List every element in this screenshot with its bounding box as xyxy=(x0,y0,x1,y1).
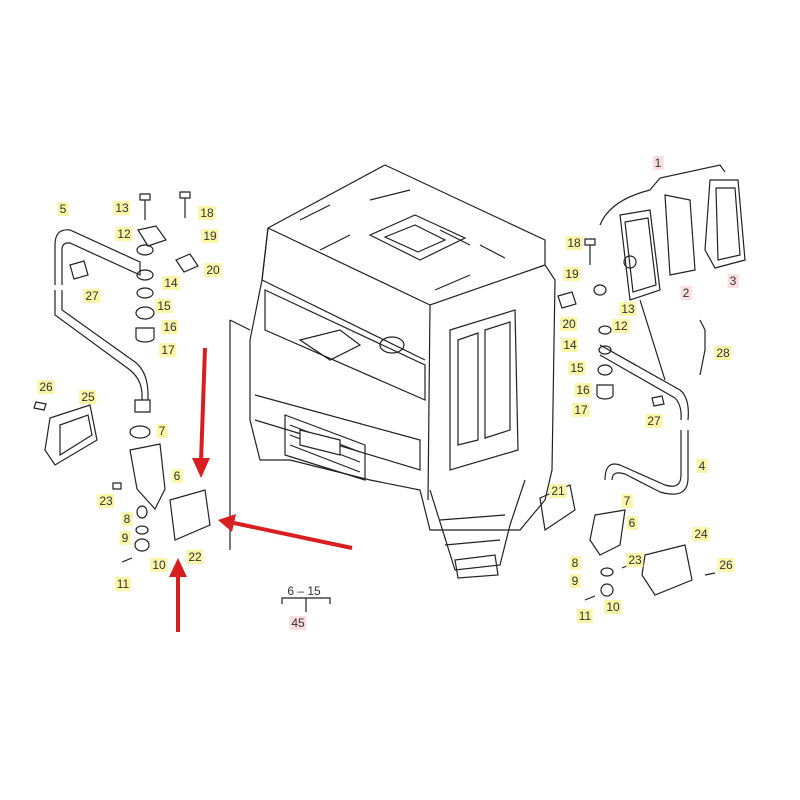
part-label: 21 xyxy=(549,484,567,498)
part-label: 26 xyxy=(37,380,55,394)
part-label: 23 xyxy=(97,494,115,508)
part-label: 10 xyxy=(150,558,168,572)
part-label: 19 xyxy=(201,229,219,243)
part-label: 13 xyxy=(113,201,131,215)
part-label: 9 xyxy=(119,531,131,545)
right-mirror-assembly xyxy=(539,164,746,601)
part-label: 6 xyxy=(626,516,638,530)
part-label: 6 xyxy=(171,469,183,483)
part-label: 1 xyxy=(652,156,664,170)
group-part-label: 45 xyxy=(289,616,307,630)
part-label: 8 xyxy=(121,512,133,526)
part-label: 3 xyxy=(727,274,739,288)
part-label: 18 xyxy=(198,206,216,220)
part-label: 4 xyxy=(696,459,708,473)
part-label: 13 xyxy=(619,302,637,316)
part-label: 2 xyxy=(680,286,692,300)
part-label: 5 xyxy=(57,202,69,216)
part-label: 8 xyxy=(569,556,581,570)
part-label: 27 xyxy=(645,414,663,428)
red-arrows xyxy=(169,347,353,632)
left-mirror-arm xyxy=(33,191,211,563)
part-label: 14 xyxy=(162,276,180,290)
part-label: 12 xyxy=(115,227,133,241)
part-label: 25 xyxy=(79,390,97,404)
part-label: 18 xyxy=(565,236,583,250)
part-label: 12 xyxy=(612,319,630,333)
part-label: 7 xyxy=(156,424,168,438)
truck-cab xyxy=(229,164,556,579)
group-bracket xyxy=(281,597,331,612)
part-label: 16 xyxy=(161,320,179,334)
group-range-label: 6 – 15 xyxy=(287,584,321,598)
part-label: 23 xyxy=(626,553,644,567)
part-label: 27 xyxy=(83,289,101,303)
part-label: 20 xyxy=(560,317,578,331)
part-label: 26 xyxy=(717,558,735,572)
arrow-left xyxy=(233,521,353,550)
part-label: 9 xyxy=(569,574,581,588)
arrow-down xyxy=(199,347,207,463)
part-label: 16 xyxy=(574,383,592,397)
part-label: 28 xyxy=(714,346,732,360)
part-label: 20 xyxy=(204,263,222,277)
part-label: 11 xyxy=(114,577,132,591)
part-label: 15 xyxy=(568,361,586,375)
part-label: 14 xyxy=(561,338,579,352)
part-label: 11 xyxy=(576,609,594,623)
part-label: 15 xyxy=(155,299,173,313)
part-label: 17 xyxy=(572,403,590,417)
part-label: 10 xyxy=(604,600,622,614)
part-label: 19 xyxy=(563,267,581,281)
part-label: 7 xyxy=(621,494,633,508)
part-label: 24 xyxy=(692,527,710,541)
part-label: 22 xyxy=(186,550,204,564)
part-label: 17 xyxy=(159,343,177,357)
